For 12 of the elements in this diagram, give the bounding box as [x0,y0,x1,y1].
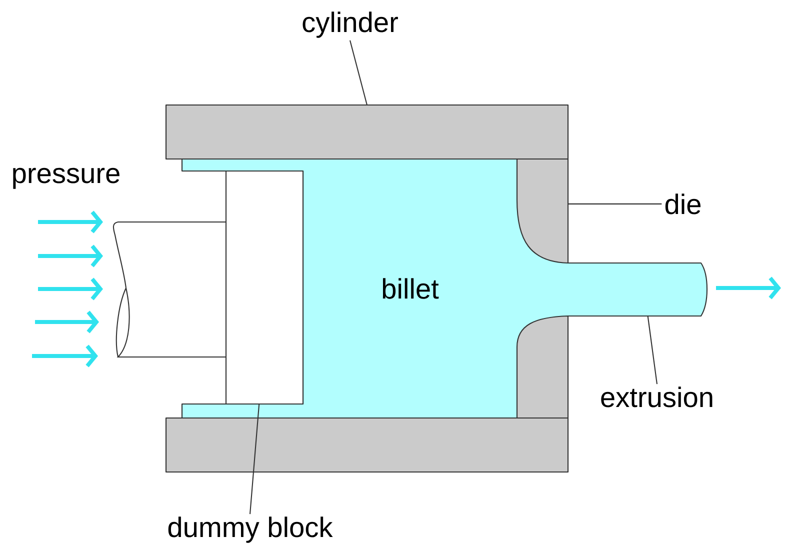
leader-line [249,404,260,514]
part-label: cylinder [302,12,398,38]
part-label: dummy block [168,516,333,543]
billet: billet [181,159,568,418]
leader-line [647,316,658,384]
part-label: die [665,194,700,214]
extrusion-rod [568,262,708,317]
dummy-block [225,170,304,405]
label: pressure [13,168,120,189]
leader-line [350,40,368,106]
part-label: extrusion [601,386,712,408]
leader-line [568,203,662,204]
